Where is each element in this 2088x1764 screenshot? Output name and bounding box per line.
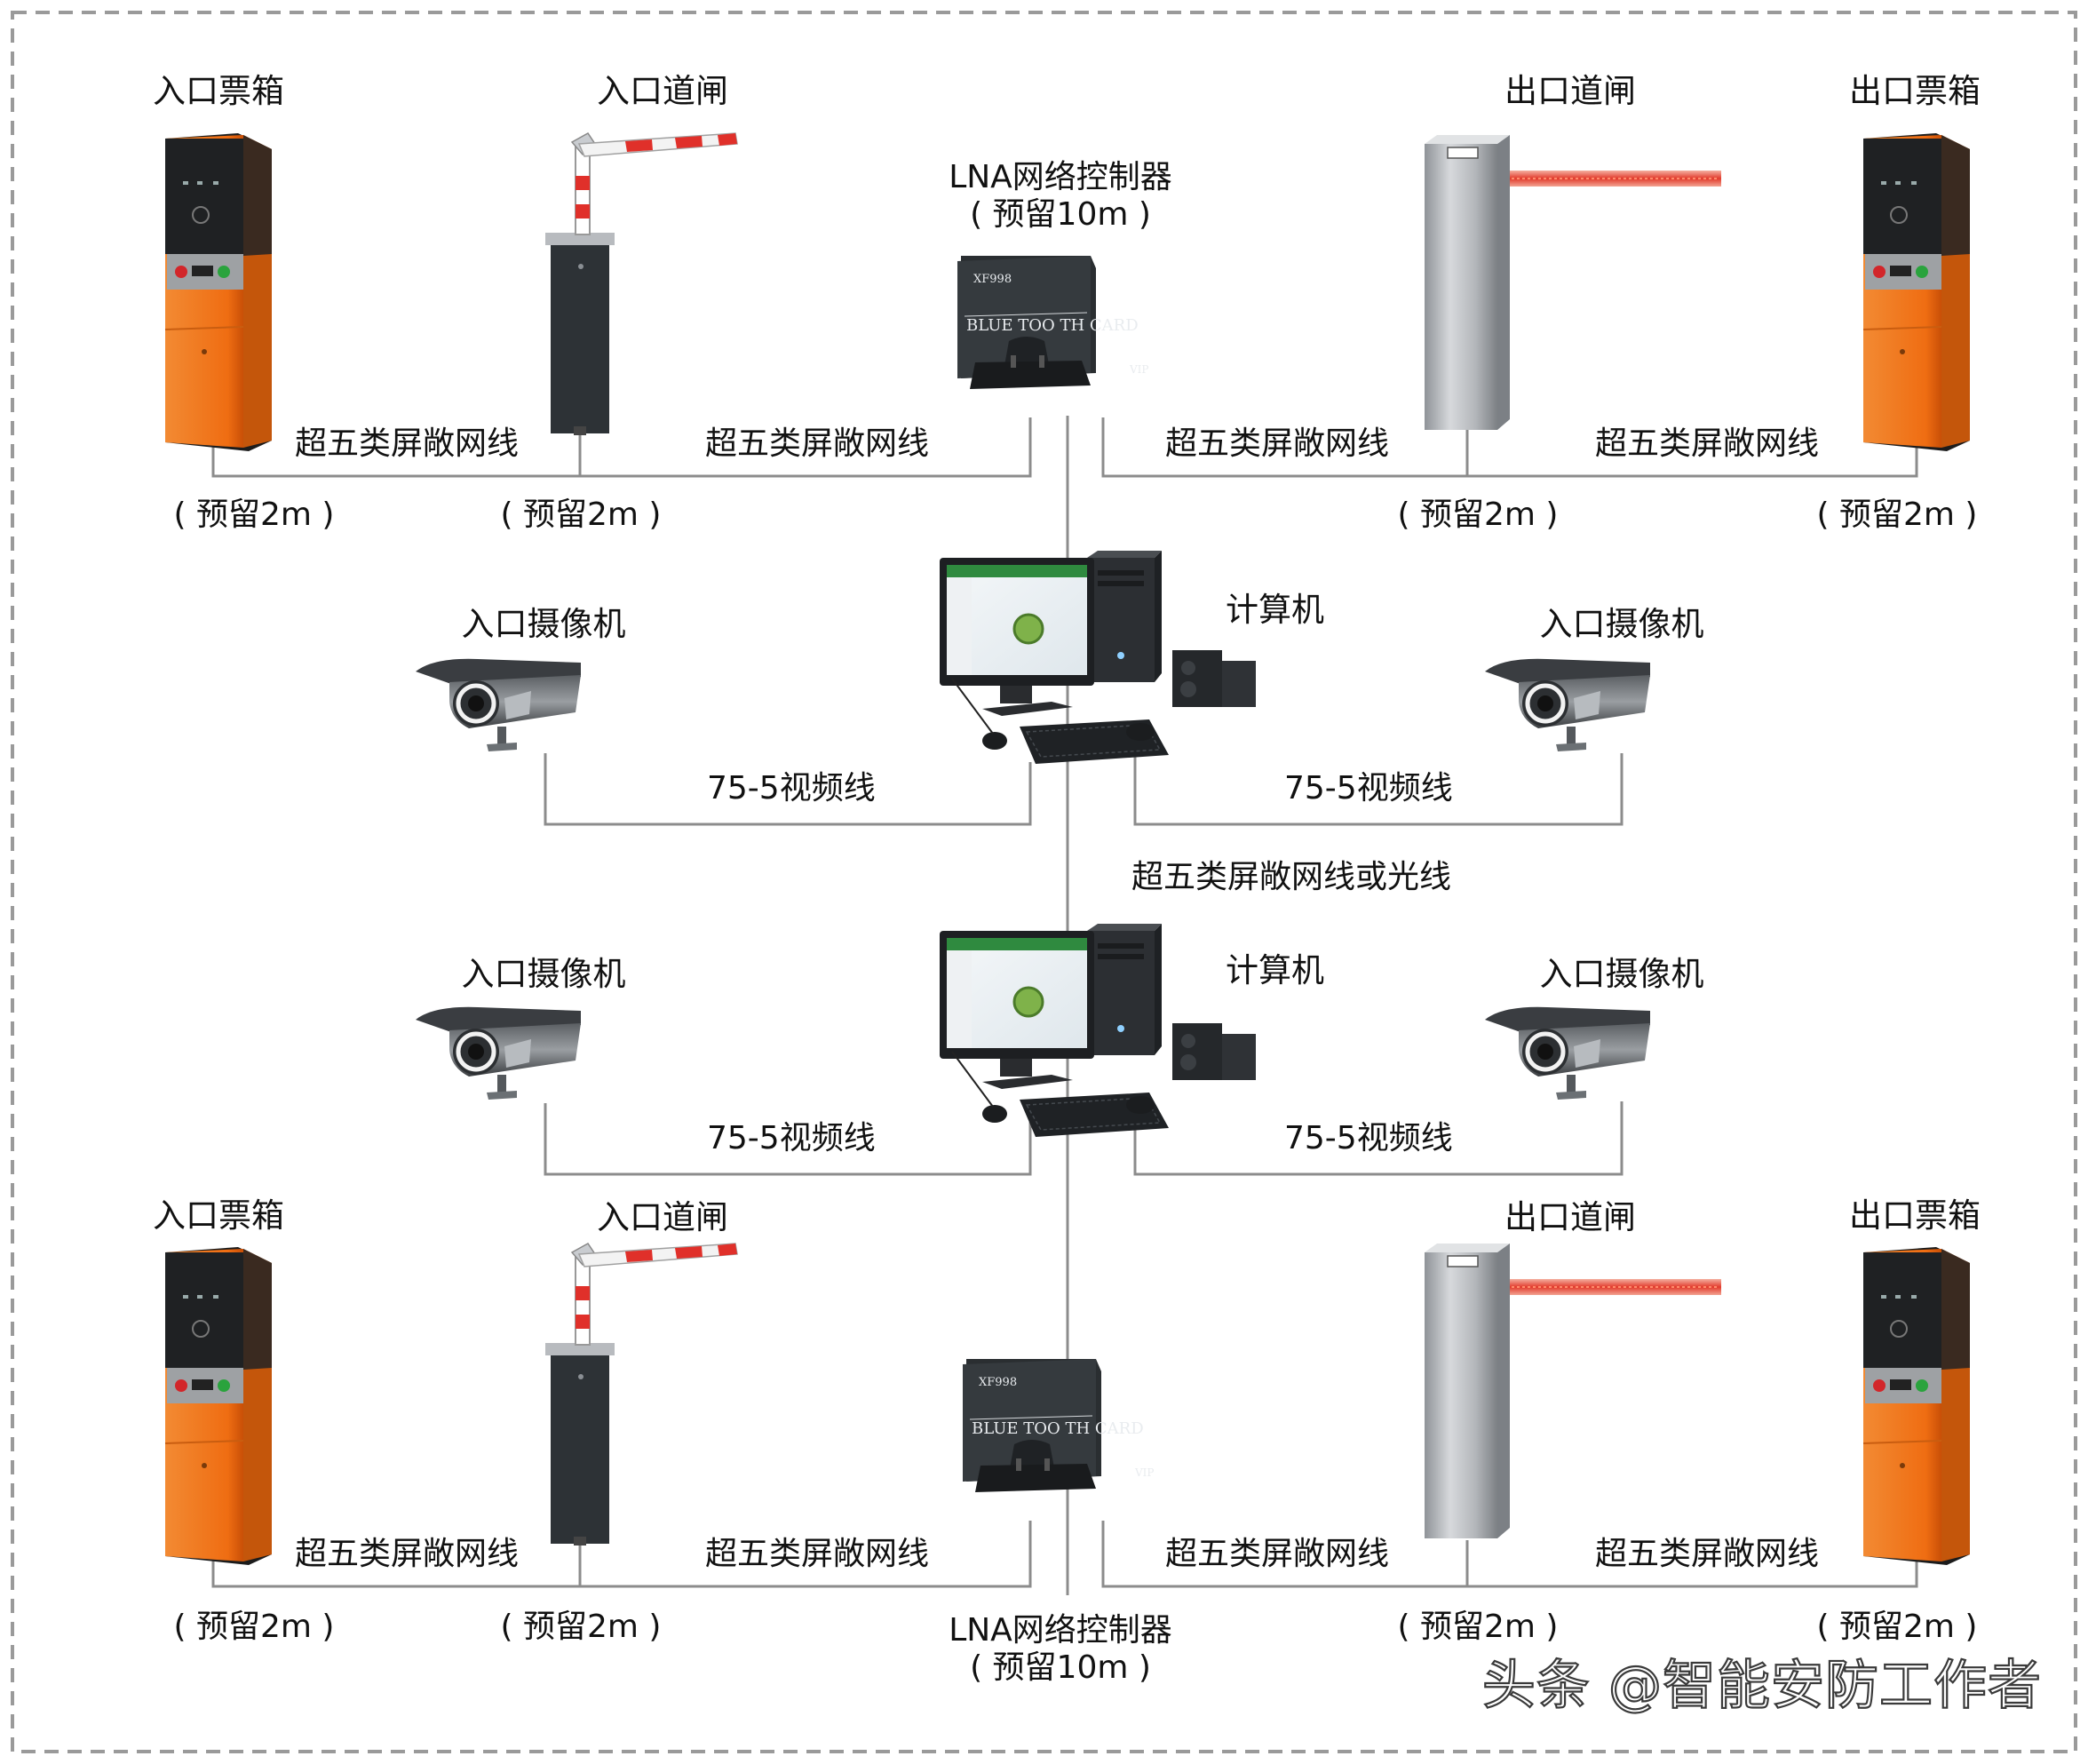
entry-camera-1-right xyxy=(1485,659,1650,751)
label-entry-barrier-bottom: 入口道闸 xyxy=(597,1198,728,1236)
controller-brand-bottom: BLUE TOO TH CARD xyxy=(972,1419,1144,1438)
label-entry-ticket-box-bottom: 入口票箱 xyxy=(153,1196,284,1235)
label-cable-top-4: 超五类屏敞网线 xyxy=(1595,425,1820,462)
label-exit-barrier-top: 出口道闸 xyxy=(1504,72,1636,110)
label-reserve-top-4: ( 预留2m ) xyxy=(1816,497,1978,533)
exit-ticket-box-bottom xyxy=(1862,1246,1971,1566)
label-reserve-top-2: ( 预留2m ) xyxy=(500,497,662,533)
wire-top-left xyxy=(211,417,1032,478)
controller-brand-top: BLUE TOO TH CARD xyxy=(966,316,1139,335)
controller-vip-top: VIP xyxy=(1129,363,1148,376)
label-cable-bottom-4: 超五类屏敞网线 xyxy=(1595,1536,1820,1572)
label-controller-reserve-top: ( 预留10m ) xyxy=(970,196,1151,233)
label-trunk: 超五类屏敞网线或光线 xyxy=(1131,859,1452,895)
entry-camera-1-left xyxy=(416,659,581,751)
label-reserve-top-1: ( 预留2m ) xyxy=(173,497,335,533)
controller-model-top: XF998 xyxy=(973,273,1012,286)
entry-ticket-box-top xyxy=(164,132,273,452)
label-entry-camera-2-right: 入口摄像机 xyxy=(1539,955,1704,993)
label-controller-top: LNA网络控制器 xyxy=(949,159,1172,195)
label-video-2-right: 75-5视频线 xyxy=(1284,1120,1453,1156)
label-exit-ticket-box-bottom: 出口票箱 xyxy=(1849,1196,1981,1235)
label-entry-barrier-top: 入口道闸 xyxy=(597,72,728,110)
computer-2 xyxy=(938,922,1258,1139)
controller-model-bottom: XF998 xyxy=(979,1376,1017,1389)
label-exit-ticket-box-top: 出口票箱 xyxy=(1849,72,1981,110)
entry-barrier-top xyxy=(544,132,738,436)
wire-bottom-left xyxy=(211,1521,1032,1588)
label-reserve-top-3: ( 预留2m ) xyxy=(1397,497,1559,533)
wire-top-right xyxy=(1101,417,1918,478)
exit-barrier-bottom xyxy=(1424,1243,1722,1539)
controller-printing: XF998 BLUE TOO TH CARD VIP XF998 BLUE TO… xyxy=(966,273,1154,1479)
label-exit-barrier-bottom: 出口道闸 xyxy=(1504,1198,1636,1236)
label-cable-top-1: 超五类屏敞网线 xyxy=(295,425,520,462)
dashed-frame xyxy=(11,11,2077,1753)
exit-barrier-top xyxy=(1424,134,1722,431)
label-cable-bottom-2: 超五类屏敞网线 xyxy=(705,1536,930,1572)
label-reserve-bottom-2: ( 预留2m ) xyxy=(500,1609,662,1645)
entry-barrier-bottom xyxy=(544,1243,738,1546)
controller-vip-bottom: VIP xyxy=(1134,1466,1154,1479)
label-reserve-bottom-4: ( 预留2m ) xyxy=(1816,1609,1978,1645)
wire-video-right-1 xyxy=(1133,753,1624,826)
label-entry-camera-2-left: 入口摄像机 xyxy=(461,955,626,993)
wire-video-right-2 xyxy=(1133,1101,1624,1176)
label-cable-top-3: 超五类屏敞网线 xyxy=(1165,425,1390,462)
computer-1 xyxy=(938,549,1258,766)
wire-video-left-2 xyxy=(544,1103,1032,1176)
entry-camera-2-right xyxy=(1485,1007,1650,1100)
label-cable-bottom-3: 超五类屏敞网线 xyxy=(1165,1536,1390,1572)
label-reserve-bottom-3: ( 预留2m ) xyxy=(1397,1609,1559,1645)
label-video-2-left: 75-5视频线 xyxy=(707,1120,876,1156)
label-entry-camera-1-left: 入口摄像机 xyxy=(461,605,626,643)
label-controller-bottom: LNA网络控制器 xyxy=(949,1612,1172,1649)
label-video-1-right: 75-5视频线 xyxy=(1284,770,1453,807)
entry-ticket-box-bottom xyxy=(164,1246,273,1566)
label-entry-camera-1-right: 入口摄像机 xyxy=(1539,605,1704,643)
label-cable-bottom-1: 超五类屏敞网线 xyxy=(295,1536,520,1572)
entry-camera-2-left xyxy=(416,1007,581,1100)
wire-video-left-1 xyxy=(544,753,1032,826)
label-computer-2: 计算机 xyxy=(1226,951,1324,989)
label-computer-1: 计算机 xyxy=(1226,591,1324,629)
label-entry-ticket-box-top: 入口票箱 xyxy=(153,72,284,110)
label-cable-top-2: 超五类屏敞网线 xyxy=(705,425,930,462)
watermark-text: 头条 @智能安防工作者 xyxy=(1481,1654,2042,1718)
label-video-1-left: 75-5视频线 xyxy=(707,770,876,807)
exit-ticket-box-top xyxy=(1862,132,1971,452)
label-reserve-bottom-1: ( 预留2m ) xyxy=(173,1609,335,1645)
label-controller-reserve-bottom: ( 预留10m ) xyxy=(970,1649,1151,1686)
wire-bottom-right xyxy=(1101,1521,1918,1588)
